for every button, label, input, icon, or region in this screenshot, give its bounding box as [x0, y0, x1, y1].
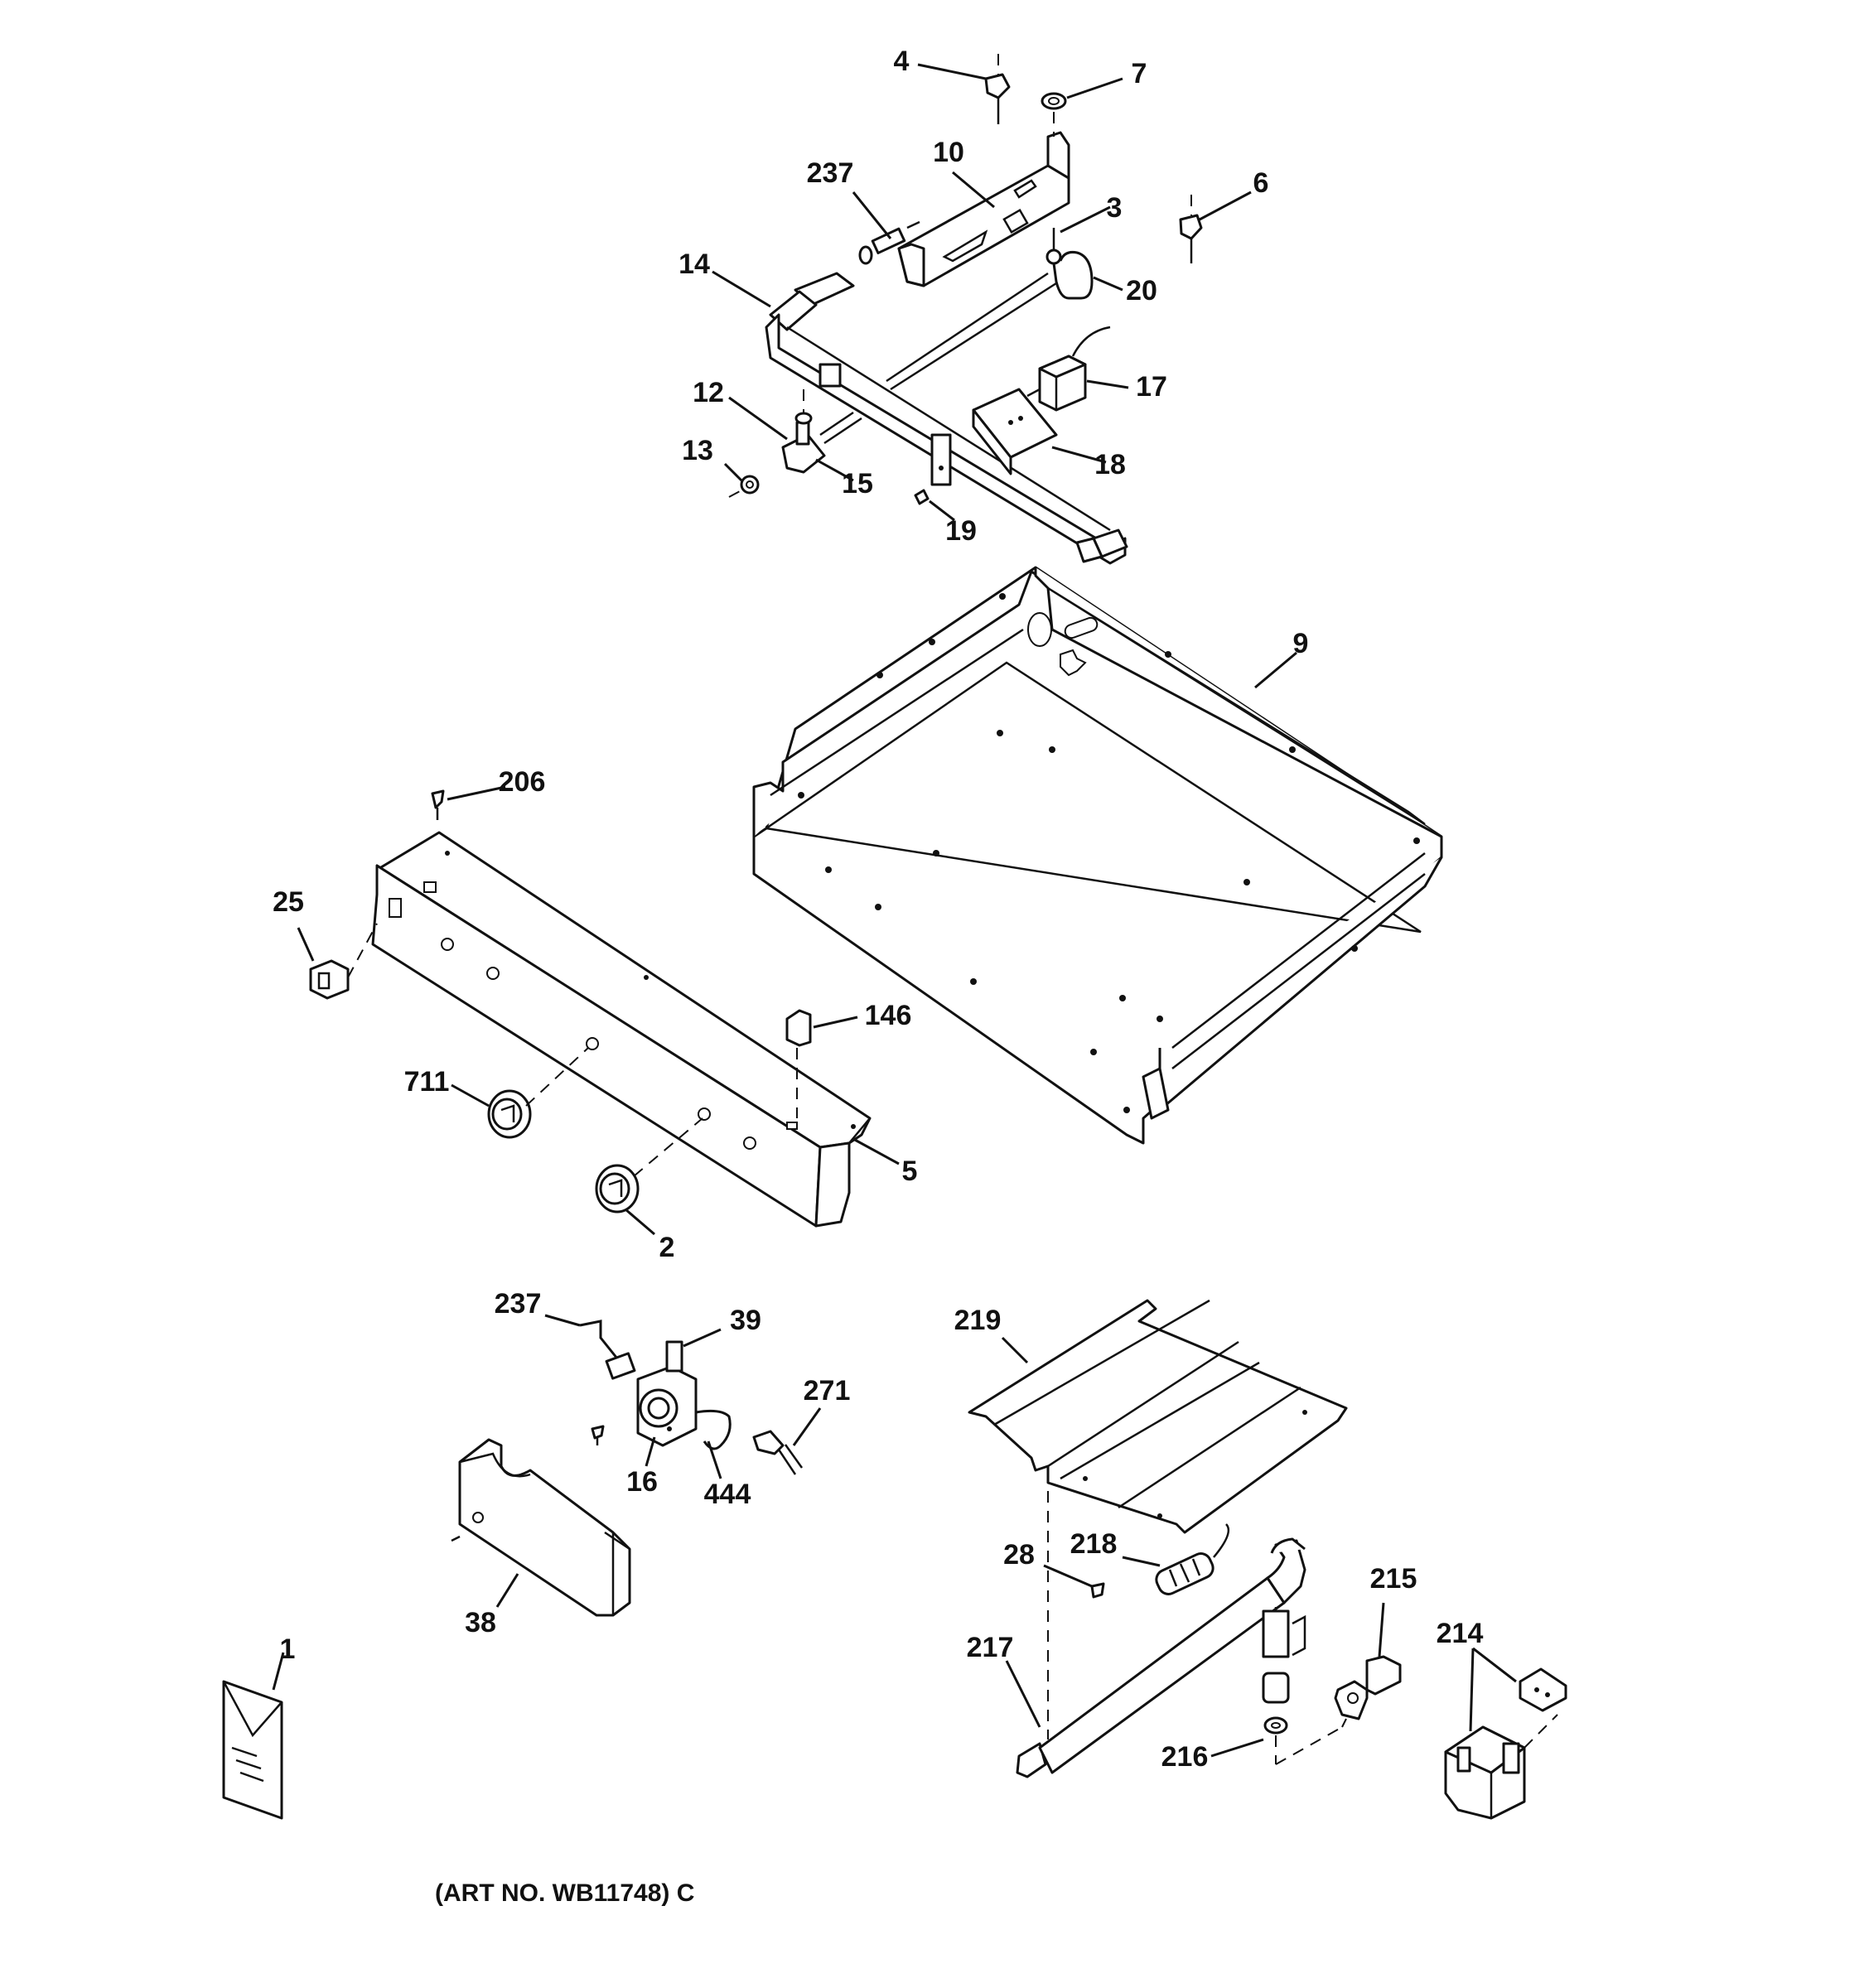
callout-14: 14	[678, 248, 710, 280]
art-number-caption: (ART NO. WB11748) C	[435, 1879, 694, 1907]
callout-28: 28	[1003, 1539, 1035, 1571]
callout-10: 10	[933, 137, 964, 168]
part-18-switch-bracket	[972, 388, 1058, 475]
part-237-orifice-tube	[579, 1320, 636, 1380]
part-1-literature-envelope	[222, 1680, 283, 1820]
part-13-nut	[728, 475, 760, 498]
callout-206: 206	[499, 766, 546, 798]
callout-219: 219	[954, 1305, 1002, 1336]
callout-237-bottom: 237	[495, 1288, 542, 1320]
callout-271: 271	[804, 1375, 851, 1407]
leader-lines	[272, 63, 1517, 1758]
callout-6: 6	[1253, 167, 1269, 199]
callout-13: 13	[682, 435, 713, 466]
part-218-igniter	[1155, 1523, 1230, 1595]
callout-146: 146	[865, 1000, 912, 1031]
part-4-valve-screw	[984, 54, 1011, 124]
callout-5: 5	[902, 1156, 918, 1187]
part-271-orifice	[752, 1430, 804, 1475]
callout-7: 7	[1132, 58, 1147, 89]
part-216-burner-orifice	[1262, 1672, 1343, 1765]
callout-20: 20	[1126, 275, 1157, 306]
callout-214: 214	[1437, 1618, 1484, 1649]
part-146-clip	[785, 1009, 812, 1118]
callout-216: 216	[1161, 1741, 1209, 1773]
callout-16: 16	[626, 1466, 658, 1498]
callout-217: 217	[967, 1632, 1014, 1663]
callout-444: 444	[704, 1479, 751, 1510]
callout-215: 215	[1370, 1563, 1417, 1595]
part-217-oven-burner	[1016, 1537, 1306, 1778]
part-215-bracket	[1334, 1655, 1402, 1728]
callout-2: 2	[659, 1232, 675, 1263]
callout-labels: 4 7 10 237 3 6 14 20 17 12 13 15 18 19 9…	[273, 46, 1483, 1773]
part-17-ignition-switch	[1026, 326, 1111, 412]
part-711-knob	[487, 1047, 589, 1139]
callout-19: 19	[945, 515, 977, 547]
part-214-oven-switch	[1444, 1667, 1567, 1820]
callout-4: 4	[894, 46, 910, 77]
part-28-screw	[1090, 1582, 1105, 1599]
oven-valve-screw	[591, 1425, 605, 1445]
part-10-bracket	[897, 131, 1070, 287]
part-39-thermostat-valve	[636, 1340, 732, 1450]
part-206-screw	[431, 789, 445, 820]
part-38-valve-shield	[451, 1438, 631, 1617]
manifold-assembly	[728, 54, 1203, 565]
part-5-control-panel	[371, 831, 872, 1228]
callout-17: 17	[1136, 371, 1167, 403]
part-237-orifice-hood	[858, 220, 920, 265]
callout-3: 3	[1107, 192, 1123, 224]
part-19-screw	[914, 433, 952, 505]
callout-218: 218	[1070, 1528, 1118, 1560]
callout-18: 18	[1094, 449, 1126, 480]
callout-9: 9	[1293, 628, 1309, 659]
part-7-washer	[1041, 92, 1067, 137]
callout-25: 25	[273, 886, 304, 918]
callout-237-top: 237	[807, 157, 854, 189]
callout-1: 1	[280, 1633, 296, 1665]
part-9-burner-box	[752, 566, 1443, 1145]
part-6-valve-screw	[1179, 195, 1203, 263]
callout-711: 711	[404, 1066, 450, 1098]
part-3-20-orifice-tube	[1045, 228, 1094, 300]
callout-15: 15	[842, 468, 873, 499]
callout-38: 38	[465, 1607, 496, 1638]
part-25-latch	[309, 923, 378, 1000]
callout-12: 12	[693, 377, 724, 408]
box-screw-holes	[798, 593, 1420, 1113]
part-2-knob	[595, 1117, 703, 1214]
part-15-burner-valve	[781, 389, 862, 474]
part-14-manifold-pipe	[765, 272, 1128, 565]
part-219-baffle	[968, 1299, 1348, 1534]
callout-39: 39	[730, 1305, 761, 1336]
